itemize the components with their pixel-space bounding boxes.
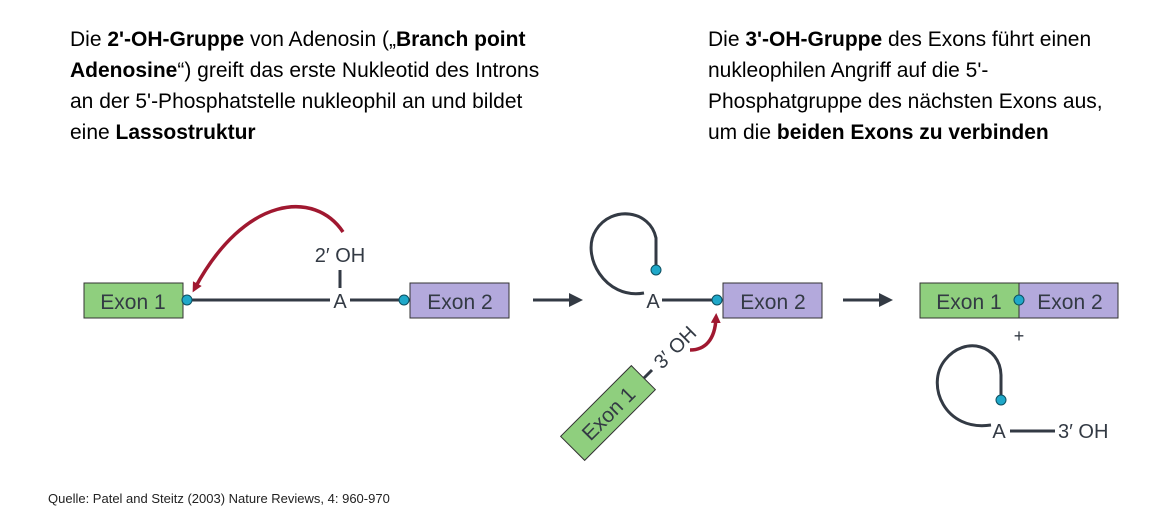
caption-right: Die 3'-OH-Gruppe des Exons führt einen n…: [708, 24, 1108, 148]
caption-right-segment: beiden Exons zu verbinden: [776, 121, 1049, 144]
exon1-rotated: Exon 1: [559, 364, 657, 462]
phosphate-dot: [711, 294, 723, 306]
step1: Exon 1 Exon 2 A 2′ OH: [83, 204, 510, 319]
adenosine-label: A: [992, 421, 1006, 443]
step3: Exon 1 Exon 2 + A 3′ OH: [919, 282, 1119, 443]
oh3-label: 3′ OH: [1058, 421, 1108, 443]
nucleophilic-attack-arrow: [192, 204, 345, 293]
phosphate-dot: [1013, 294, 1025, 306]
caption-left-segment: von Adenosin („: [244, 28, 396, 51]
exon1-label: Exon 1: [936, 291, 1001, 314]
exon2-box: [722, 282, 823, 319]
phosphate-dot: [181, 294, 193, 306]
phosphate-dot: [650, 264, 662, 276]
adenosine-label: A: [646, 291, 660, 313]
caption-left-segment: “) greift das erste Nukleotid des Intron…: [70, 59, 540, 144]
exon1-label: Exon 1: [100, 291, 165, 314]
exon2-box: [1018, 282, 1119, 319]
exon2-label: Exon 2: [740, 291, 805, 314]
caption-left-segment: Die: [70, 28, 108, 51]
step2: A Exon 2 Exon 1 3′ OH: [559, 212, 823, 462]
caption-left: Die 2'-OH-Gruppe von Adenosin („Branch p…: [70, 24, 540, 148]
caption-left-segment: Lassostruktur: [115, 121, 256, 144]
exon2-label: Exon 2: [1037, 291, 1102, 314]
oh2-label: 2′ OH: [315, 245, 365, 267]
phosphate-dot: [995, 394, 1007, 406]
lariat-loop: [589, 212, 658, 296]
source-citation: Quelle: Patel and Steitz (2003) Nature R…: [48, 491, 390, 506]
nucleophilic-attack-arrow: [689, 313, 721, 352]
flow-arrow-1: [533, 293, 583, 307]
caption-right-segment: des Exons führt einen nukleophilen Angri…: [708, 28, 1103, 144]
caption-right-segment: 3'-OH-Gruppe: [745, 28, 883, 51]
flow-arrow-2: [843, 293, 893, 307]
phosphate-dot: [398, 294, 410, 306]
exon2-label: Exon 2: [427, 291, 492, 314]
oh3-label: 3′ OH: [650, 322, 701, 373]
plus-sign: +: [1014, 326, 1025, 346]
caption-left-segment: Branch point Adenosine: [70, 28, 526, 82]
exon2-box: [409, 282, 510, 319]
lariat-loop: [935, 344, 1003, 428]
exon1-box: [919, 282, 1020, 319]
caption-right-segment: Die: [708, 28, 746, 51]
adenosine-label: A: [333, 291, 347, 313]
exon1-box: [83, 282, 184, 319]
caption-left-segment: 2'-OH-Gruppe: [107, 28, 245, 51]
